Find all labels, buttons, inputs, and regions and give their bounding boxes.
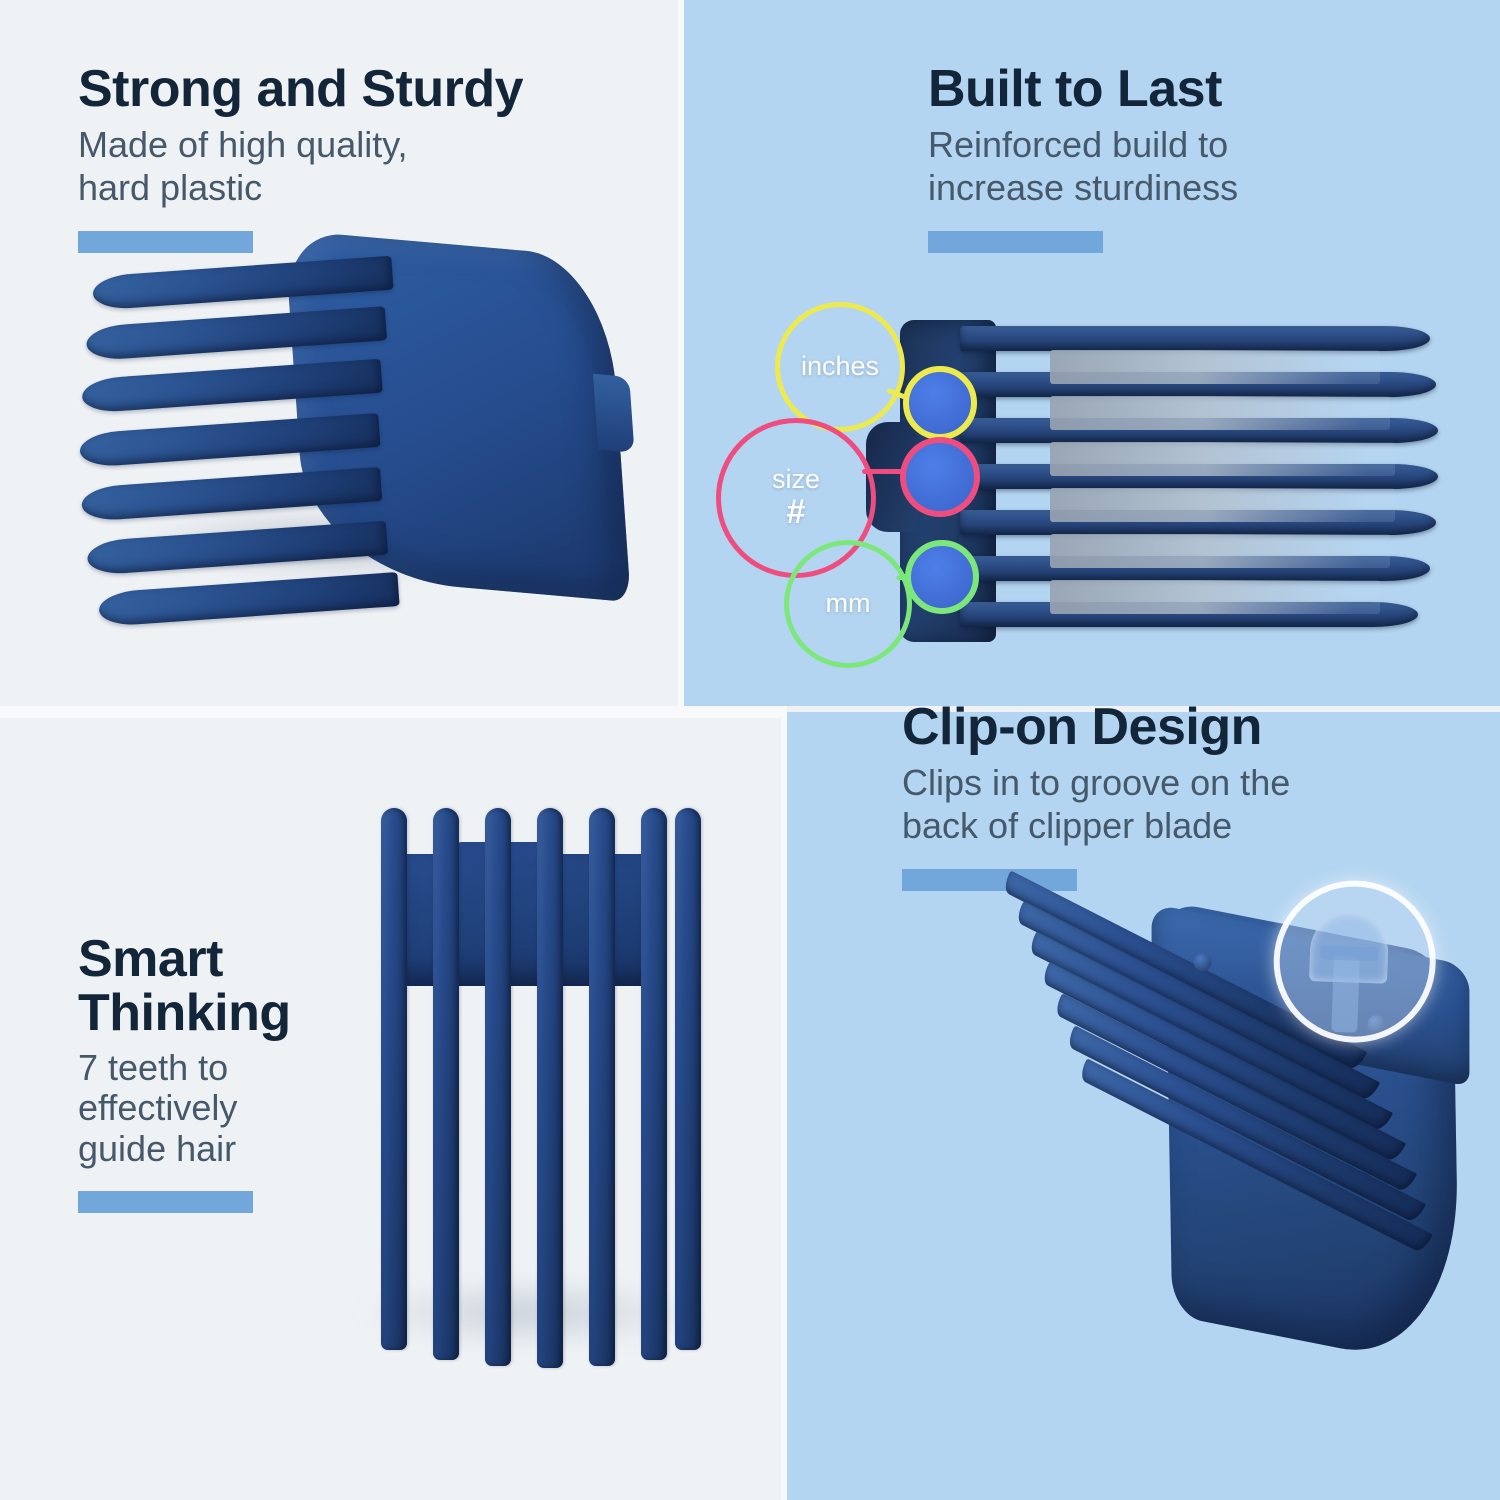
product-image-angled-comb — [78, 229, 635, 670]
feature-block-built-to-last: Built to Last Reinforced build to increa… — [928, 60, 1239, 254]
angled-comb-group — [78, 222, 650, 689]
comb-tooth — [589, 808, 615, 1366]
comb-tooth — [381, 808, 407, 1350]
comb-tooth — [433, 808, 459, 1360]
comb-fin — [86, 520, 389, 576]
accent-bar-bottom-left — [78, 1191, 253, 1214]
clip-tab-shape — [1319, 945, 1379, 962]
comb-tooth — [537, 808, 563, 1368]
heading-strong-and-sturdy: Strong and Sturdy — [78, 60, 524, 118]
mm-marking-ring — [905, 540, 979, 614]
panel-divider-horizontal — [0, 706, 787, 718]
subtext-strong-and-sturdy: Made of high quality, hard plastic — [78, 124, 408, 208]
inches-marking-ring — [903, 366, 977, 440]
comb-tooth-gap — [1050, 580, 1380, 614]
feature-block-strong-and-sturdy: Strong and Sturdy Made of high quality, … — [78, 60, 524, 254]
comb-fin — [97, 572, 400, 627]
subtext-built-to-last: Reinforced build to increase sturdiness — [928, 124, 1239, 208]
comb-tooth — [485, 808, 511, 1366]
comb-tooth — [641, 808, 667, 1360]
product-image-front-comb — [345, 808, 705, 1383]
size-leader-line — [862, 469, 910, 474]
heading-built-to-last: Built to Last — [928, 60, 1222, 118]
size-callout-hash: # — [786, 493, 806, 532]
product-image-clip-on-comb — [930, 870, 1500, 1490]
subtext-smart-thinking: 7 teeth to effectively guide hair — [78, 1047, 238, 1169]
comb-tooth-gap — [1050, 442, 1395, 476]
accent-bar-top-right — [928, 231, 1103, 254]
size-marking-ring — [900, 437, 980, 517]
product-image-side-comb — [866, 300, 1500, 660]
panel-divider-vertical-top — [678, 0, 684, 712]
accent-bar-top-left — [78, 231, 253, 254]
heading-clip-on-design: Clip-on Design — [902, 698, 1262, 756]
inches-callout: inches — [775, 302, 905, 432]
comb-tooth — [675, 808, 701, 1350]
mm-callout-label: mm — [825, 588, 871, 619]
feature-block-clip-on-design: Clip-on Design Clips in to groove on the… — [902, 698, 1291, 892]
panel-divider-vertical-bottom — [781, 712, 787, 1500]
mm-callout: mm — [784, 540, 912, 668]
comb-tooth-gap — [1050, 350, 1380, 384]
inches-callout-label: inches — [800, 351, 880, 382]
size-callout-label: size — [771, 463, 820, 494]
comb-tooth — [960, 326, 1430, 351]
clip-on-comb-group — [919, 860, 1500, 1500]
heading-smart-thinking: Smart Thinking — [78, 930, 291, 1043]
subtext-clip-on-design: Clips in to groove on the back of clippe… — [902, 762, 1291, 846]
comb-tooth-gap — [1050, 534, 1390, 568]
comb-tooth-gap — [1050, 488, 1395, 522]
feature-block-smart-thinking: Smart Thinking 7 teeth to effectively gu… — [78, 930, 291, 1214]
comb-tooth-gap — [1050, 396, 1390, 430]
